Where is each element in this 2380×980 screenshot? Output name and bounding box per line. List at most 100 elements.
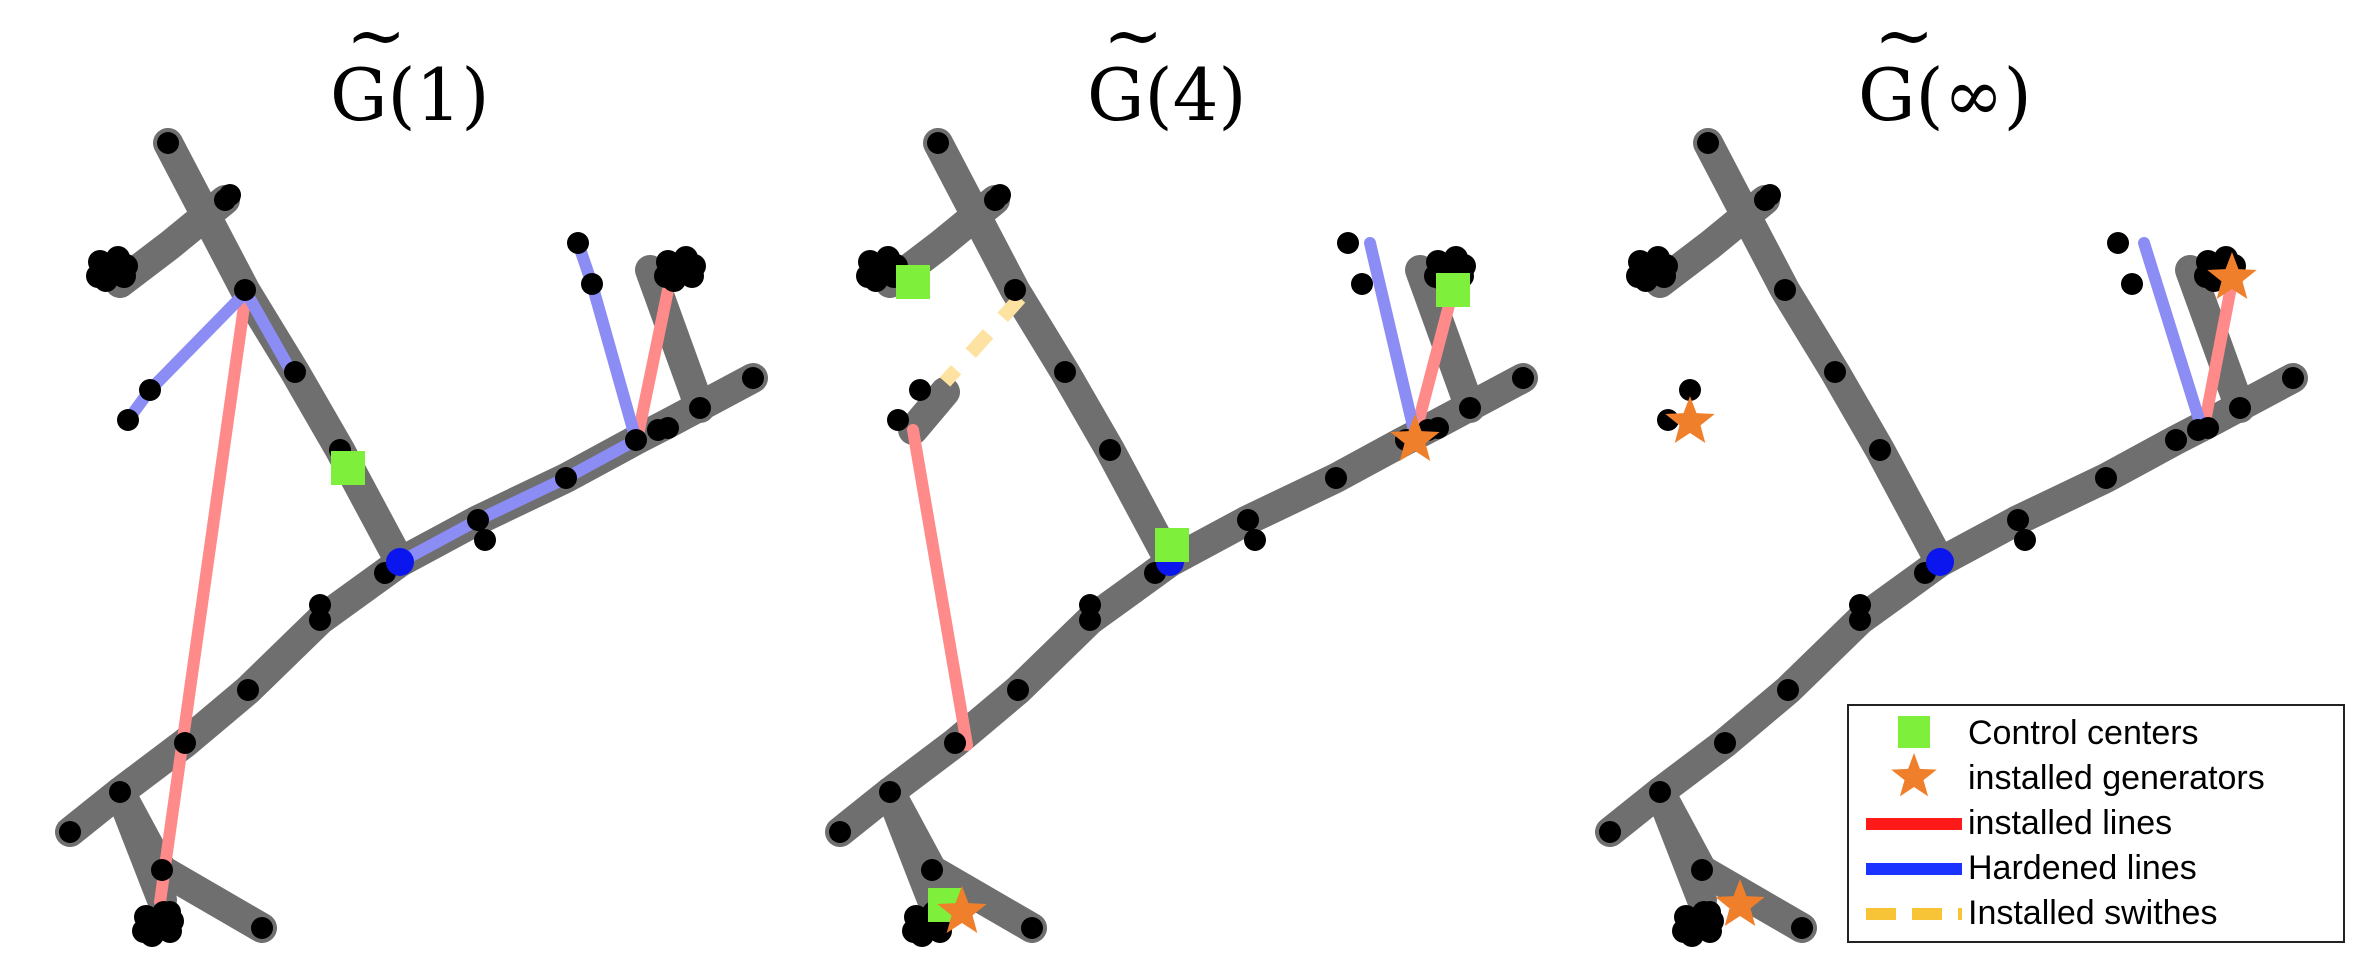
grid-node (989, 184, 1011, 206)
grid-node (2107, 232, 2129, 254)
grid-segment (1925, 363, 2308, 577)
legend-item-installed-lines: installed lines (1866, 804, 2172, 842)
grid-node (1626, 264, 1650, 288)
tilde-accent: ~ (1103, 0, 1163, 77)
grid-node (1869, 439, 1891, 461)
grid-node (581, 273, 603, 295)
grid-node (902, 919, 926, 943)
grid-node (555, 467, 577, 489)
panel-title-text: G(1) (330, 53, 490, 137)
panel-title-g1: G(1) ~ (330, 0, 490, 137)
grid-node (567, 232, 589, 254)
legend-item-control-centers: Control centers (1898, 714, 2199, 752)
tilde-accent: ~ (346, 0, 406, 77)
panel-title-text: G(∞) (1858, 53, 2032, 137)
grid-node (1004, 279, 1026, 301)
grid-node (1244, 529, 1266, 551)
grid-node (654, 264, 678, 288)
grid-node (1679, 379, 1701, 401)
grid-node (237, 679, 259, 701)
grid-node (2197, 417, 2219, 439)
control-center-square-icon (1436, 273, 1470, 307)
grid-node (86, 264, 110, 288)
hub-node (1926, 548, 1954, 576)
legend-item-hardened-lines: Hardened lines (1866, 849, 2197, 887)
panel-title-g4: G(4) ~ (1087, 0, 1247, 137)
tilde-accent: ~ (1874, 0, 1934, 77)
grid-segment (875, 777, 947, 915)
hardened-line (572, 237, 642, 446)
square-icon (1898, 716, 1930, 748)
control-center-square-icon (1155, 528, 1189, 562)
grid-node (682, 254, 706, 278)
grid-node (2014, 529, 2036, 551)
generator-star-icon (2207, 252, 2257, 299)
grid-node (251, 917, 273, 939)
grid-node (2007, 509, 2029, 531)
grid-node (742, 367, 764, 389)
grid-node (59, 821, 81, 843)
grid-node (1697, 132, 1719, 154)
grid-node (174, 732, 196, 754)
grid-node (879, 781, 901, 803)
grid-node (139, 379, 161, 401)
installed-line (907, 424, 973, 751)
grid-node (132, 919, 156, 943)
grid-node (887, 409, 909, 431)
panel-titles: G(1) ~ G(4) ~ G(∞) ~ (330, 0, 2032, 137)
grid-node (1512, 367, 1534, 389)
grid-node (109, 781, 131, 803)
legend-item-installed-generators: installed generators (1891, 753, 2265, 797)
installed-switch (939, 293, 1026, 387)
grid-node (1452, 254, 1476, 278)
hardened-line (240, 286, 298, 379)
grid-node (2165, 429, 2187, 451)
network-panels (55, 128, 2308, 947)
legend: Control centers installed generators ins… (1847, 704, 2345, 943)
grid-node (2194, 264, 2218, 288)
grid-node (856, 264, 880, 288)
legend-label: installed lines (1968, 804, 2172, 842)
grid-node (1691, 859, 1713, 881)
grid-node (467, 509, 489, 531)
grid-segment (105, 777, 177, 915)
grid-node (1759, 184, 1781, 206)
grid-node (657, 417, 679, 439)
grid-node (829, 821, 851, 843)
grid-node (927, 132, 949, 154)
generator-star-icon (1390, 414, 1440, 461)
grid-node (1079, 594, 1101, 616)
installed-line (632, 284, 674, 441)
control-center-square-icon (896, 265, 930, 299)
grid-node (2121, 273, 2143, 295)
grid-node (1700, 909, 1724, 933)
legend-label: Hardened lines (1968, 849, 2197, 887)
grid-node (1599, 821, 1621, 843)
grid-node (2282, 367, 2304, 389)
network-panel-g1 (55, 128, 768, 947)
generator-star-icon (937, 886, 987, 933)
grid-node (1337, 232, 1359, 254)
panel-title-ginf: G(∞) ~ (1858, 0, 2032, 137)
grid-node (284, 361, 306, 383)
grid-node (157, 132, 179, 154)
panel-title-text: G(4) (1087, 53, 1247, 137)
grid-segment (635, 255, 715, 423)
grid-node (1777, 679, 1799, 701)
generator-star-icon (1715, 879, 1765, 926)
generator-star-icon (1665, 396, 1715, 443)
grid-node (219, 184, 241, 206)
grid-node (944, 732, 966, 754)
grid-node (1672, 919, 1696, 943)
grid-node (1099, 439, 1121, 461)
hub-node (386, 548, 414, 576)
grid-node (1237, 509, 1259, 531)
grid-node (921, 859, 943, 881)
grid-node (1325, 467, 1347, 489)
network-panel-ginf (1595, 128, 2308, 947)
hardened-line (394, 434, 642, 568)
installed-line (154, 286, 252, 908)
grid-node (1654, 254, 1678, 278)
grid-node (1021, 917, 1043, 939)
